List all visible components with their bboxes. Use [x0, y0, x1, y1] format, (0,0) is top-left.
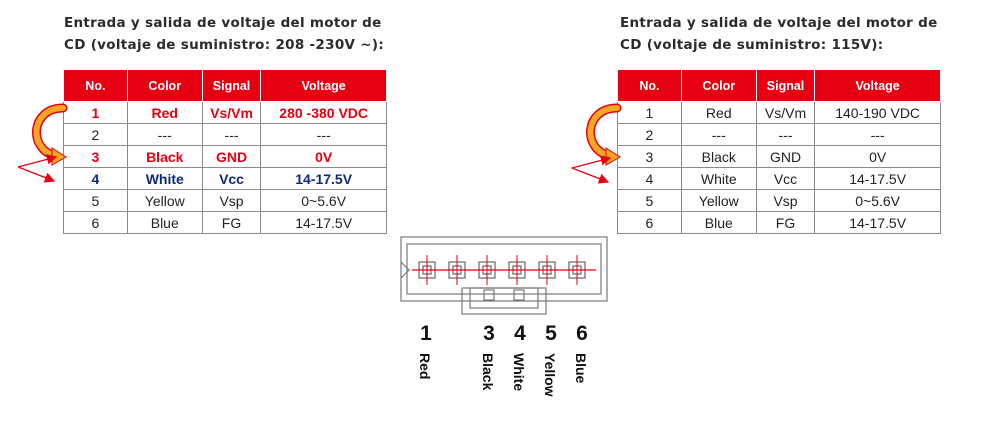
cell-voltage: 14-17.5V [260, 211, 387, 234]
table-row: 3 Black GND 0V [63, 145, 387, 168]
cell-color: White [680, 167, 757, 190]
cell-color: Blue [126, 211, 203, 234]
header-no: No. [617, 69, 682, 102]
cell-color: Black [126, 145, 203, 168]
table-row: 5 Yellow Vsp 0~5.6V [63, 189, 387, 212]
header-color: Color [126, 69, 203, 102]
pin-color-label-4: White [511, 353, 527, 392]
left-title-line-2: CD (voltaje de suministro: 208 -230V ~): [64, 37, 385, 53]
cell-voltage: 140-190 VDC [814, 101, 941, 124]
table-row: 2 --- --- --- [63, 123, 387, 146]
pin-color-label-6: Blue [573, 353, 589, 384]
pin-color-label-5: Yellow [542, 353, 558, 397]
table-row: 6 Blue FG 14-17.5V [617, 211, 941, 234]
table-row: 4 White Vcc 14-17.5V [617, 167, 941, 190]
table-row: 6 Blue FG 14-17.5V [63, 211, 387, 234]
cell-color: Red [680, 101, 757, 124]
left-swap-arrow-icon [32, 103, 68, 166]
pin-number-1: 1 [420, 322, 432, 345]
cell-voltage: 0~5.6V [814, 189, 941, 212]
right-panel-title: Entrada y salida de voltaje del motor de… [620, 12, 938, 56]
pin-color-label-3: Black [480, 353, 496, 391]
pin-number-5: 5 [545, 322, 557, 345]
left-pointer-arrows-icon [17, 154, 58, 183]
left-panel-title: Entrada y salida de voltaje del motor de… [64, 12, 384, 56]
header-color: Color [680, 69, 757, 102]
connector-housing-icon [400, 236, 608, 315]
cell-signal: Vs/Vm [201, 101, 262, 124]
cell-voltage: 14-17.5V [814, 167, 941, 190]
right-swap-arrow-icon [586, 103, 622, 166]
cell-color: --- [680, 123, 757, 146]
table-row: 4 White Vcc 14-17.5V [63, 167, 387, 190]
table-header-row: No. Color Signal Voltage [63, 69, 387, 102]
cell-voltage: 14-17.5V [814, 211, 941, 234]
right-pinout-table: No. Color Signal Voltage 1 Red Vs/Vm 140… [617, 69, 941, 234]
header-voltage: Voltage [260, 69, 387, 102]
right-pointer-arrows-icon [571, 155, 612, 184]
cell-signal: Vsp [201, 189, 262, 212]
pin-number-4: 4 [514, 322, 526, 345]
pin-color-label-1: Red [417, 353, 433, 380]
table-row: 3 Black GND 0V [617, 145, 941, 168]
right-title-line-1: Entrada y salida de voltaje del motor de [620, 15, 938, 31]
cell-color: White [126, 167, 203, 190]
cell-color: Blue [680, 211, 757, 234]
header-signal: Signal [201, 69, 262, 102]
cell-color: Yellow [126, 189, 203, 212]
left-title-line-1: Entrada y salida de voltaje del motor de [64, 15, 382, 31]
left-pinout-table: No. Color Signal Voltage 1 Red Vs/Vm 280… [63, 69, 387, 234]
table-row: 1 Red Vs/Vm 140-190 VDC [617, 101, 941, 124]
cell-signal: FG [755, 211, 816, 234]
connector-pin-markers [426, 255, 578, 285]
right-title-line-2: CD (voltaje de suministro: 115V): [620, 37, 884, 53]
pin-number-3: 3 [483, 322, 495, 345]
pin-number-6: 6 [576, 322, 588, 345]
